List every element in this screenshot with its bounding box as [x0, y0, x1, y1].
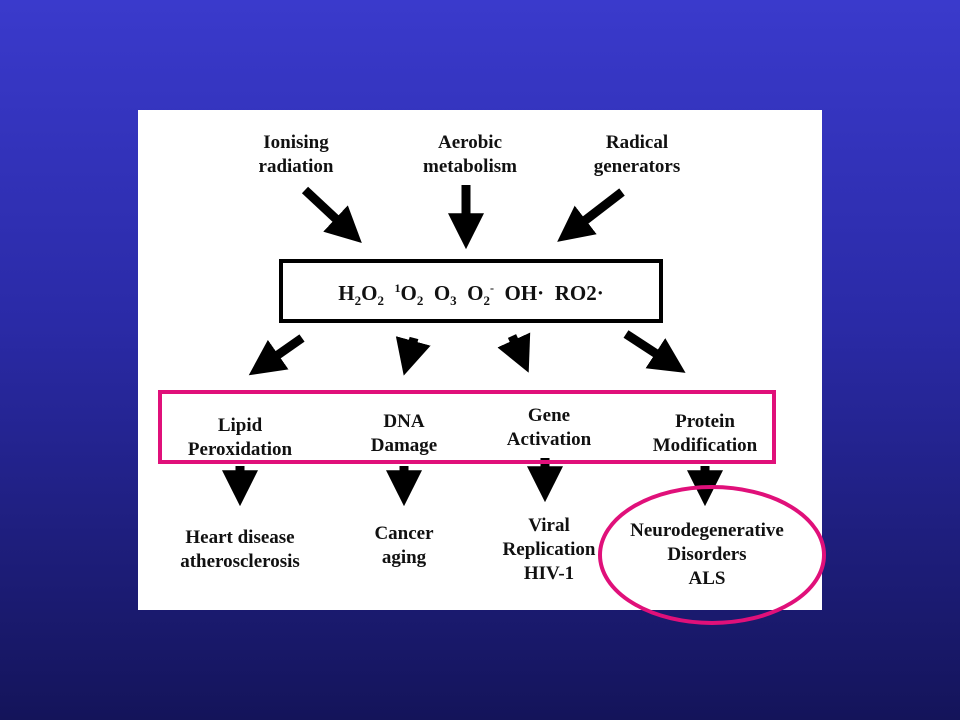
source-aerobic-metabolism: Aerobic metabolism [423, 131, 517, 179]
source-label-line1: Radical [605, 132, 669, 153]
effects-highlight-box [158, 390, 776, 464]
arrow-radical-to-species [557, 188, 625, 242]
outcome-label-line2: atherosclerosis [180, 550, 300, 572]
arrow-species-to-protein [623, 330, 686, 373]
outcome-label-line3: ALS [688, 567, 726, 589]
source-radical-generators: Radical generators [594, 131, 681, 179]
source-label-line2: metabolism [423, 155, 517, 177]
outcome-viral-replication: Viral Replication HIV-1 [503, 514, 596, 585]
outcome-label-line1: Heart disease [185, 527, 295, 548]
effect-label-line2: Peroxidation [187, 438, 293, 460]
effect-label-line1: Gene [527, 405, 571, 426]
species-singlet-oxygen: 1O2 [394, 281, 424, 309]
effect-lipid-peroxidation: Lipid Peroxidation [188, 414, 292, 462]
reactive-species-box: H2O2 1O2 O3 O2- OH· RO2· [279, 259, 663, 323]
effect-label-line1: Protein [675, 411, 735, 432]
effect-dna-damage: DNA Damage [371, 410, 437, 458]
effect-label-line2: Modification [652, 434, 758, 456]
species-superoxide: O2- [467, 281, 494, 309]
species-hydroxyl: OH· [504, 281, 545, 305]
arrow-species-to-gene [497, 332, 531, 373]
source-label-line1: Ionising [263, 132, 329, 153]
effect-gene-activation: Gene Activation [507, 404, 591, 452]
source-label-line2: radiation [258, 155, 334, 177]
outcome-label-line1: Viral [528, 515, 570, 536]
species-ozone: O3 [433, 281, 457, 309]
species-h2o2: H2O2 [338, 281, 384, 309]
outcome-label-line3: HIV-1 [523, 562, 575, 584]
arrow-ionising-to-species [301, 186, 362, 244]
outcome-label-line2: Replication [502, 538, 596, 560]
source-label-line2: generators [593, 155, 681, 177]
source-ionising-radiation: Ionising radiation [259, 131, 334, 179]
arrow-species-to-lipid [248, 334, 305, 376]
reactive-species-list: H2O2 1O2 O3 O2- OH· RO2· [283, 281, 659, 309]
outcome-neurodegenerative: Neurodegenerative Disorders ALS [630, 519, 784, 590]
effect-label-line1: DNA [383, 411, 425, 432]
source-label-line1: Aerobic [437, 132, 503, 153]
effect-label-line2: Activation [506, 428, 592, 450]
outcome-label-line1: Neurodegenerative [630, 520, 784, 541]
outcome-label-line2: Disorders [667, 543, 747, 565]
outcome-cancer-aging: Cancer aging [374, 522, 433, 570]
outcome-label-line2: aging [381, 546, 427, 568]
outcome-heart-disease: Heart disease atherosclerosis [180, 526, 300, 574]
arrow-species-to-dna [395, 336, 431, 376]
effect-protein-modification: Protein Modification [653, 410, 758, 458]
outcome-label-line1: Cancer [374, 523, 434, 544]
effect-label-line2: Damage [370, 434, 438, 456]
species-peroxyl: RO2· [554, 281, 604, 305]
effect-label-line1: Lipid [217, 415, 263, 436]
